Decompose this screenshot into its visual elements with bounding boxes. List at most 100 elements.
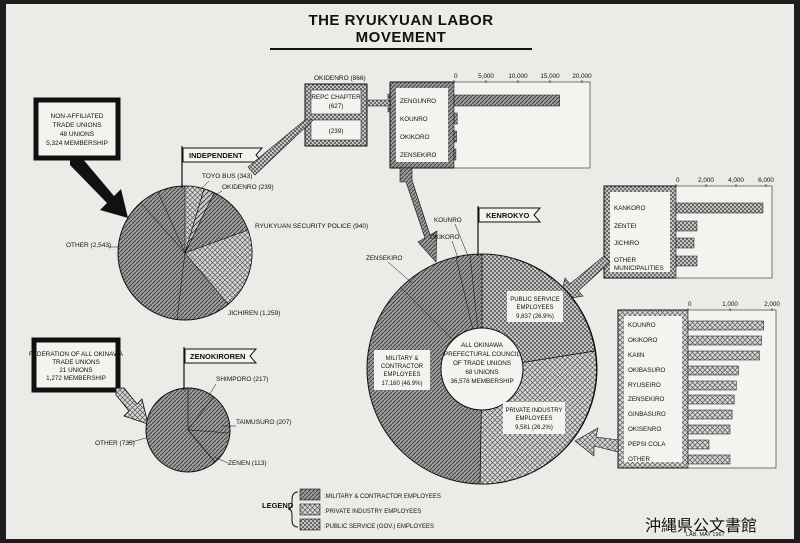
label-zenen: ZENEN (113) xyxy=(228,460,267,467)
bar-category-label: RYUSEIRO xyxy=(628,382,661,389)
private-industry-label: PRIVATE INDUSTRY EMPLOYEES 9,581 (26.2%) xyxy=(505,408,562,431)
tick-label: 0 xyxy=(688,301,692,308)
label-toyo-bus: TOYO BUS (343) xyxy=(202,173,252,180)
legend-swatch-private xyxy=(299,503,321,516)
tick-label: 10,000 xyxy=(508,73,528,80)
legend-swatch-military xyxy=(299,488,321,501)
repc-chapter-label: REPC CHAPTER xyxy=(311,94,361,101)
federation-line2: TRADE UNIONS xyxy=(52,359,100,366)
bar xyxy=(675,220,698,232)
private-bar-labels: KOUNROOKIKOROKAIINOKIBASURORYUSEIROZENSE… xyxy=(628,322,666,463)
bar xyxy=(675,237,695,249)
bar xyxy=(687,409,733,420)
label-okidenro-independent: OKIDENRO (239) xyxy=(222,184,274,191)
zenokiroren-flag: ZENOKIROREN xyxy=(183,347,258,390)
label-okikoro-kenrokyo: OKIKORO xyxy=(430,234,459,241)
private-label-3: 9,581 (26.2%) xyxy=(515,425,553,431)
bar-category-label: KANKORO xyxy=(614,205,646,212)
bar xyxy=(687,320,764,331)
tick-label: 2,000 xyxy=(698,177,714,184)
bar-category-label: OKISENRO xyxy=(628,426,661,433)
label-taimusuro: TAIMUSURO (207) xyxy=(236,419,292,426)
public-label-2: EMPLOYEES xyxy=(516,305,553,311)
federation-unions: 21 UNIONS xyxy=(59,367,92,374)
top-bar-bars xyxy=(453,94,560,161)
bar-category-label: ZENSEKIRO xyxy=(628,396,664,403)
bar xyxy=(675,255,698,267)
legend-military: :MILITARY & CONTRACTOR EMPLOYEES xyxy=(324,494,441,500)
tick-label: 20,000 xyxy=(572,73,592,80)
bar-category-label: ZENGUNRO xyxy=(400,98,436,105)
kenrokyo-flag-label: KENROKYO xyxy=(486,211,530,220)
bar xyxy=(687,454,731,465)
bar-category-label: OKIKORO xyxy=(400,134,429,141)
tick-label: 2,000 xyxy=(764,301,780,308)
bar-category-label: KOUNRO xyxy=(628,322,656,329)
non-affiliated-title: NON-AFFILIATED xyxy=(51,113,104,120)
zenokiroren-pie xyxy=(145,387,231,473)
bar-category-label: KAIIN xyxy=(628,352,645,359)
kenrokyo-pie xyxy=(366,253,598,485)
bar-category-label: ZENSEKIRO xyxy=(400,152,436,159)
bar-category-label: OTHER xyxy=(628,456,650,463)
non-affiliated-arrow xyxy=(70,158,128,218)
bar-category-label: OTHER xyxy=(614,257,636,264)
federation-box: FEDERATION OF ALL OKINAWA TRADE UNIONS 2… xyxy=(29,337,124,393)
zenokiroren-flag-label: ZENOKIROREN xyxy=(190,352,245,361)
public-bar-bars xyxy=(675,202,764,267)
center-line-5: 36,578 MEMBERSHIP xyxy=(450,378,513,385)
bar-category-label: ZENTEI xyxy=(614,223,637,230)
label-kounro-kenrokyo: KOUNRO xyxy=(434,217,462,224)
okidenro-chapter-box: REPC CHAPTER (627) (239) xyxy=(304,83,368,147)
bar-category-label: JICHIRO xyxy=(614,240,639,247)
bar xyxy=(687,424,731,435)
label-other-zenokiroren: OTHER (735) xyxy=(95,440,135,447)
federation-line1: FEDERATION OF ALL OKINAWA xyxy=(29,351,124,358)
military-label: MILITARY & CONTRACTOR EMPLOYEES 17,160 (… xyxy=(381,356,424,387)
repc-chapter-count: (627) xyxy=(329,103,344,110)
kenrokyo-center-text: ALL OKINAWA PREFECTURAL COUNCIL OF TRADE… xyxy=(444,342,521,385)
archive-watermark: 沖縄県公文書館 xyxy=(645,516,758,535)
legend-swatch-public xyxy=(299,518,321,531)
label-other-independent: OTHER (2,543) xyxy=(66,242,111,249)
tick-label: 1,000 xyxy=(722,301,738,308)
military-label-3: EMPLOYEES xyxy=(383,372,420,378)
okidenro-other-count: (239) xyxy=(329,128,344,135)
bar xyxy=(675,202,764,214)
bar xyxy=(453,148,457,161)
non-affiliated-box: NON-AFFILIATED TRADE UNIONS 48 UNIONS 5,… xyxy=(33,97,121,161)
tick-label: 0 xyxy=(454,73,458,80)
center-line-1: ALL OKINAWA xyxy=(461,342,504,349)
kenrokyo-flag: KENROKYO xyxy=(477,206,542,256)
independent-pie xyxy=(117,185,253,321)
legend-public: :PUBLIC SERVICE (GOV.) EMPLOYEES xyxy=(324,524,434,530)
federation-arrow xyxy=(115,387,149,425)
date-stamp: LAB. MAY 1967 xyxy=(686,532,725,538)
okidenro-box-title: OKIDENRO (866) xyxy=(314,75,366,82)
label-security-police: RYUKYUAN SECURITY POLICE (940) xyxy=(255,223,368,230)
bar-category-label: MUNICIPALITIES xyxy=(614,265,664,272)
public-service-label: PUBLIC SERVICE EMPLOYEES 9,837 (26.9%) xyxy=(510,297,560,320)
federation-membership: 1,272 MEMBERSHIP xyxy=(46,375,106,382)
public-bar-panel xyxy=(603,185,773,279)
bar xyxy=(687,350,760,361)
label-jichiren: JICHIREN (1,259) xyxy=(228,310,280,317)
zengunro-down-arrow xyxy=(399,167,438,263)
bar xyxy=(687,394,735,405)
private-label-1: PRIVATE INDUSTRY xyxy=(505,408,562,414)
tick-label: 6,000 xyxy=(758,177,774,184)
bar xyxy=(453,130,457,143)
private-bar-bars xyxy=(687,320,764,465)
non-affiliated-line2: TRADE UNIONS xyxy=(52,122,102,129)
non-affiliated-unions: 48 UNIONS xyxy=(60,131,95,138)
label-zensekiro-kenrokyo: ZENSEKIRO xyxy=(366,255,402,262)
private-bar-ticks: 0 1,000 2,000 xyxy=(687,301,780,311)
center-line-4: 68 UNIONS xyxy=(465,369,498,376)
public-label-1: PUBLIC SERVICE xyxy=(510,297,560,303)
independent-flag-label: INDEPENDENT xyxy=(189,151,243,160)
